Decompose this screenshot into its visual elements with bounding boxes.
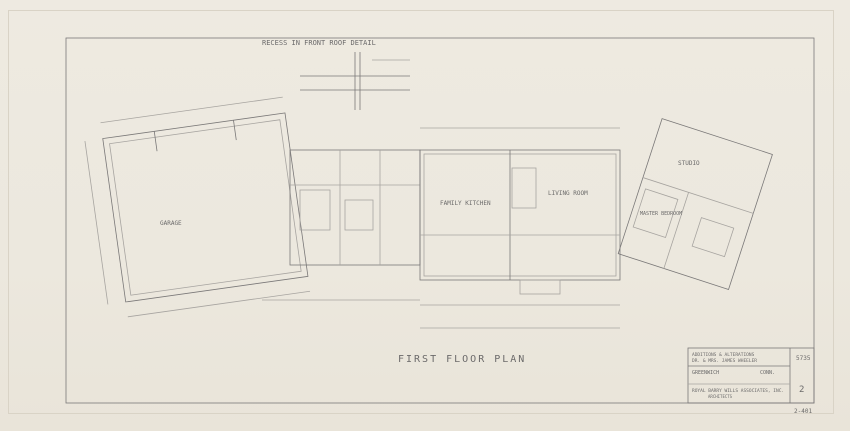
room-studio: STUDIO — [678, 160, 700, 167]
title-line3: GREENWICH — [692, 370, 719, 376]
main-house — [419, 127, 621, 329]
job-number: 5735 — [796, 355, 811, 362]
title-line4: CONN. — [760, 370, 775, 376]
title-block — [687, 347, 815, 404]
roof-detail — [300, 52, 410, 110]
title-line1: ADDITIONS & ALTERATIONS — [692, 352, 755, 358]
room-master-bedroom: MASTER BEDROOM — [640, 211, 682, 217]
detail-title: RECESS IN FRONT ROOF DETAIL — [262, 39, 376, 47]
room-garage: GARAGE — [160, 220, 182, 227]
paper-edge — [8, 10, 834, 414]
breezeway — [262, 149, 421, 301]
garage-wing — [84, 96, 311, 318]
sheet-border — [65, 37, 815, 404]
right-wing — [617, 118, 773, 291]
firm-name: ROYAL BARRY WILLS ASSOCIATES, INC. — [692, 388, 784, 394]
title-line2: DR. & MRS. JAMES WHEELER — [692, 358, 757, 364]
firm-sub: ARCHITECTS — [708, 394, 733, 399]
sheet-title: FIRST FLOOR PLAN — [398, 354, 526, 365]
room-living-room: LIVING ROOM — [548, 190, 588, 197]
corner-mark: 2-401 — [794, 408, 812, 415]
sheet-number: 2 — [799, 385, 804, 395]
room-family-kitchen: FAMILY KITCHEN — [440, 200, 491, 207]
